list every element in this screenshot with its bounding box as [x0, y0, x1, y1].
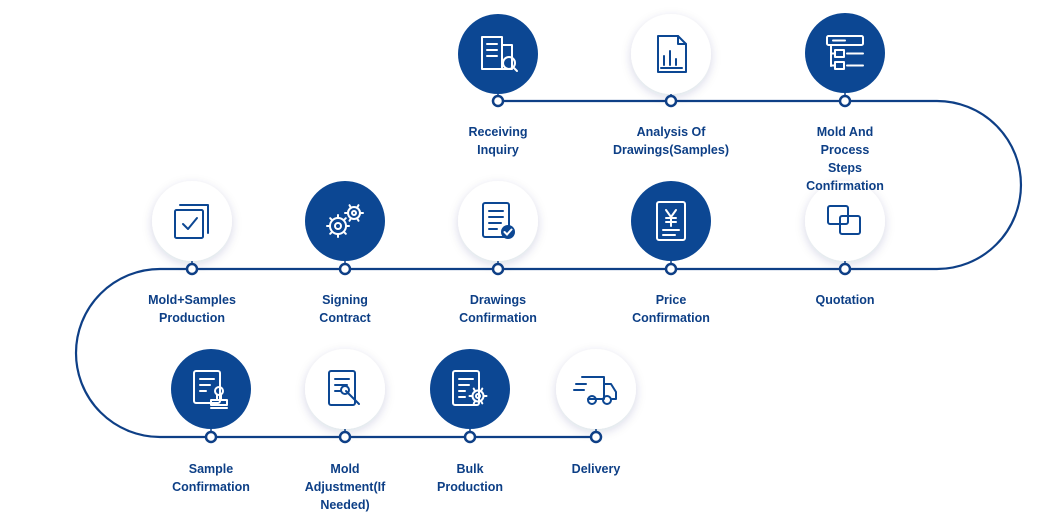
- step-circle: [458, 181, 538, 261]
- step-node: [458, 181, 538, 276]
- step-circle: [556, 349, 636, 429]
- step-dot: [589, 430, 603, 444]
- step-dot: [664, 94, 678, 108]
- step-label: Delivery: [571, 462, 621, 476]
- document-wrench-icon: [328, 370, 360, 406]
- gears-icon: [326, 204, 364, 238]
- document-check-icon: [482, 202, 515, 239]
- step-dot: [204, 430, 218, 444]
- step-node: [631, 181, 711, 276]
- step-dot: [463, 430, 477, 444]
- step-dot: [491, 94, 505, 108]
- yen-document-icon: [656, 201, 686, 241]
- document-gear-icon: [452, 370, 488, 406]
- step-node: [631, 14, 711, 108]
- step-dot: [838, 94, 852, 108]
- step-dot: [185, 262, 199, 276]
- delivery-truck-icon: [573, 376, 617, 405]
- step-circle: [430, 349, 510, 429]
- overlapping-squares-icon: [827, 205, 861, 235]
- step-node: [305, 181, 385, 276]
- step-dot: [664, 262, 678, 276]
- step-circle: [171, 349, 251, 429]
- step-dot: [491, 262, 505, 276]
- step-node: [805, 181, 885, 276]
- step-node: [171, 349, 251, 444]
- step-node: [305, 349, 385, 444]
- building-search-icon: [481, 36, 518, 72]
- process-tree-icon: [826, 35, 864, 70]
- step-circle: [152, 181, 232, 261]
- step-node: [458, 14, 538, 108]
- step-dot: [838, 262, 852, 276]
- step-node: [556, 349, 636, 444]
- step-circle: [458, 14, 538, 94]
- connector-path: [74, 99, 1023, 439]
- step-circle: [305, 349, 385, 429]
- step-dot: [338, 262, 352, 276]
- stacked-checkbox-icon: [174, 204, 209, 239]
- document-chart-icon: [657, 35, 687, 73]
- step-node: [430, 349, 510, 444]
- step-circle: [805, 181, 885, 261]
- step-label: Quotation: [815, 293, 875, 307]
- step-dot: [338, 430, 352, 444]
- document-stamp-icon: [193, 370, 228, 409]
- step-node: [152, 181, 232, 276]
- step-node: [805, 13, 885, 108]
